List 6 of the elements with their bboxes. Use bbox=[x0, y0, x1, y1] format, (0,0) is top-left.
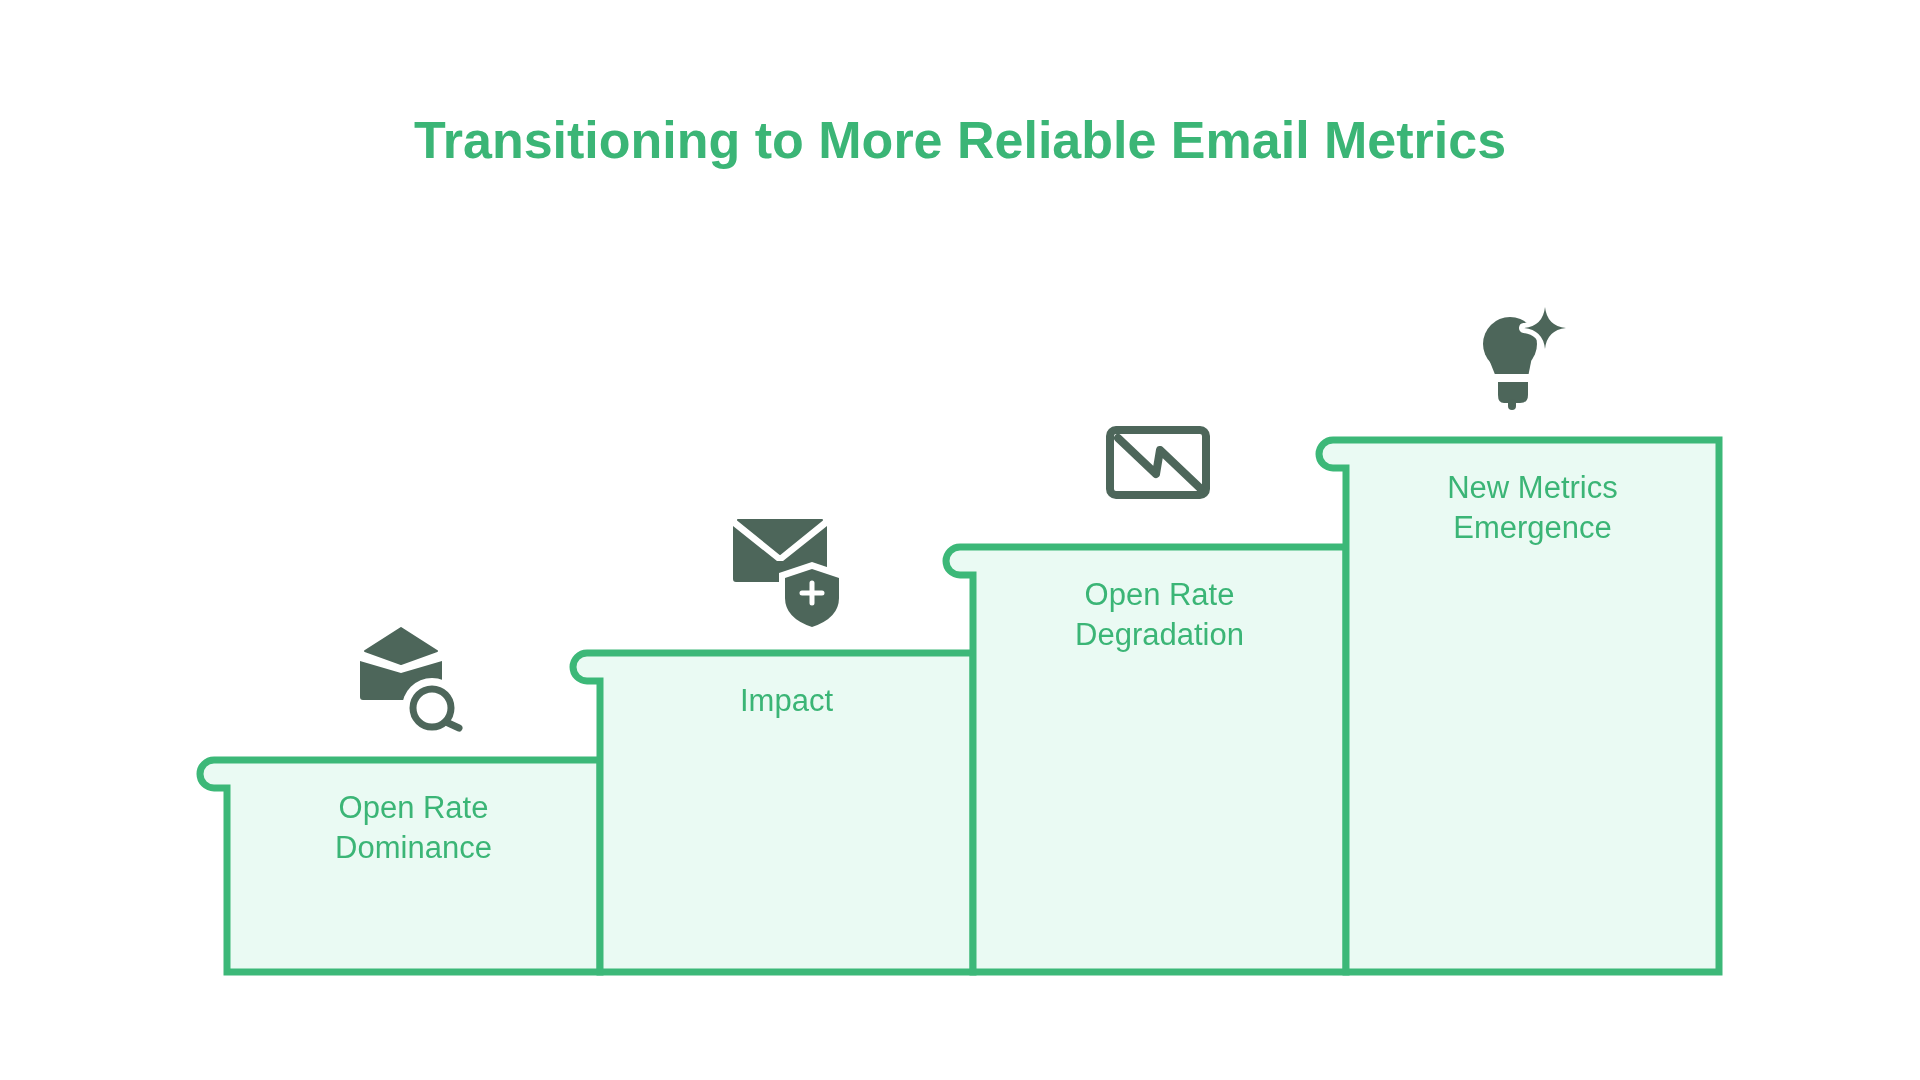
step-label: Impact bbox=[739, 682, 834, 720]
title: Transitioning to More Reliable Email Metrics bbox=[413, 111, 1507, 169]
step-box bbox=[1315, 436, 1723, 976]
step-label: New Metrics Emergence bbox=[1446, 469, 1619, 547]
step-label: Open Rate Degradation bbox=[1074, 576, 1245, 654]
step-label: Open Rate Dominance bbox=[334, 789, 493, 867]
